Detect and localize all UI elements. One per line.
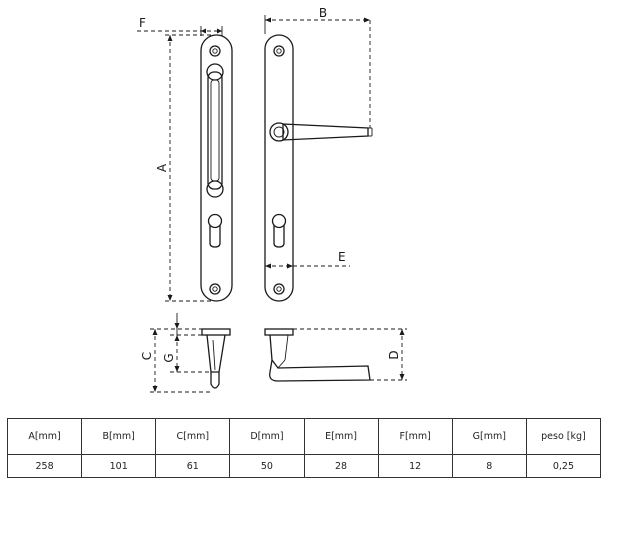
header-e: E[mm] <box>303 418 379 455</box>
header-weight: peso [kg] <box>525 418 602 455</box>
label-f: F <box>139 16 146 30</box>
dimension-e: E <box>265 250 350 269</box>
label-a: A <box>155 163 169 172</box>
side-view-lever <box>264 328 371 382</box>
table-row: 258 101 61 50 28 12 8 0,25 <box>6 454 602 478</box>
label-d: D <box>387 350 401 359</box>
dimension-d: D <box>293 328 407 381</box>
label-g: G <box>162 353 176 362</box>
side-view-pull <box>201 328 231 389</box>
label-e: E <box>338 250 346 264</box>
header-g: G[mm] <box>451 418 527 455</box>
front-view-plate <box>200 34 233 302</box>
value-f: 12 <box>377 454 453 478</box>
dimension-a: A <box>155 34 215 302</box>
value-weight: 0,25 <box>525 454 602 478</box>
header-a: A[mm] <box>6 418 83 455</box>
label-c: C <box>140 352 154 360</box>
value-b: 101 <box>81 454 157 478</box>
table-header-row: A[mm] B[mm] C[mm] D[mm] E[mm] F[mm] G[mm… <box>6 418 602 455</box>
dimensions-table: A[mm] B[mm] C[mm] D[mm] E[mm] F[mm] G[mm… <box>6 418 602 478</box>
dimension-f-side <box>174 313 180 335</box>
header-c: C[mm] <box>155 418 231 455</box>
value-g: 8 <box>451 454 527 478</box>
header-b: B[mm] <box>81 418 157 455</box>
dimension-c: C <box>140 328 212 393</box>
dimension-f: F <box>137 16 223 36</box>
header-f: F[mm] <box>377 418 453 455</box>
technical-drawing: F A B <box>137 6 407 393</box>
value-c: 61 <box>155 454 231 478</box>
value-d: 50 <box>229 454 305 478</box>
lever-view-plate <box>264 34 373 302</box>
dimension-g: G <box>162 334 211 373</box>
value-a: 258 <box>6 454 83 478</box>
value-e: 28 <box>303 454 379 478</box>
header-d: D[mm] <box>229 418 305 455</box>
dimension-b: B <box>264 6 371 128</box>
label-b: B <box>319 6 327 20</box>
